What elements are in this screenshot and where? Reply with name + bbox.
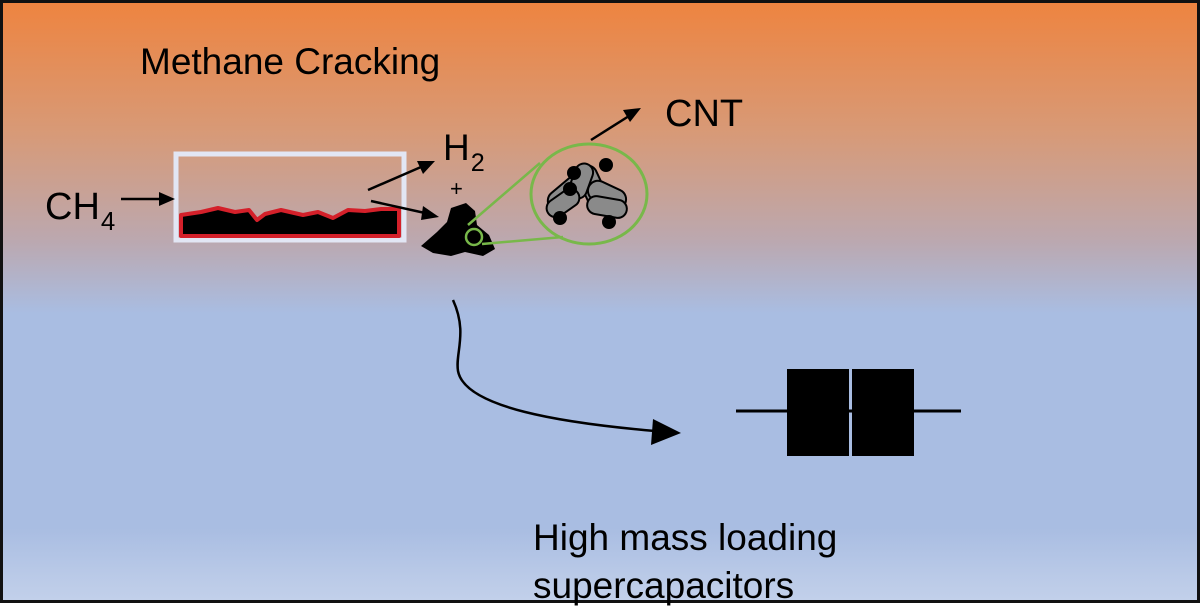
catalyst-particle [567,166,581,180]
catalyst-particle [602,215,616,229]
plus-sign: + [450,176,463,201]
output-line-1: High mass loading [533,517,838,558]
cnt-zoom-bubble [529,142,649,246]
hydrogen-formula: H [443,127,470,168]
h2-arrow [367,161,435,192]
diagram-title: Methane Cracking [140,41,441,82]
hydrogen-label: H2 [443,127,485,175]
zoom-callout [464,142,649,247]
catalyst-particle [553,211,567,225]
catalyst-particle [563,182,577,196]
reactor [173,151,407,243]
reactor-frame [173,151,407,243]
catalyst-bed [179,206,401,238]
cnt-cluster [545,162,628,219]
nanotube [586,195,628,219]
carbon-deposit [421,203,495,256]
carbon-arrow [370,199,439,220]
process-arrow [451,299,681,445]
methane-formula: CH [45,186,100,228]
methane-subscript: 4 [100,207,116,236]
supercapacitor-symbol [736,369,961,456]
catalyst-particles [553,158,616,229]
nanotube [545,187,581,219]
output-line-2: supercapacitors [533,565,795,606]
cnt-label: CNT [665,93,744,135]
ch4-inlet-arrow [121,192,175,206]
diagram-graphics [121,108,961,456]
capacitor-plate-left [787,369,849,456]
catalyst-particle [599,158,613,172]
cnt-arrow [590,108,641,142]
methane-label: CH4 [45,186,115,235]
capacitor-plate-right [852,369,914,456]
hydrogen-subscript: 2 [470,148,485,177]
output-label: High mass loading supercapacitors [533,514,1053,610]
